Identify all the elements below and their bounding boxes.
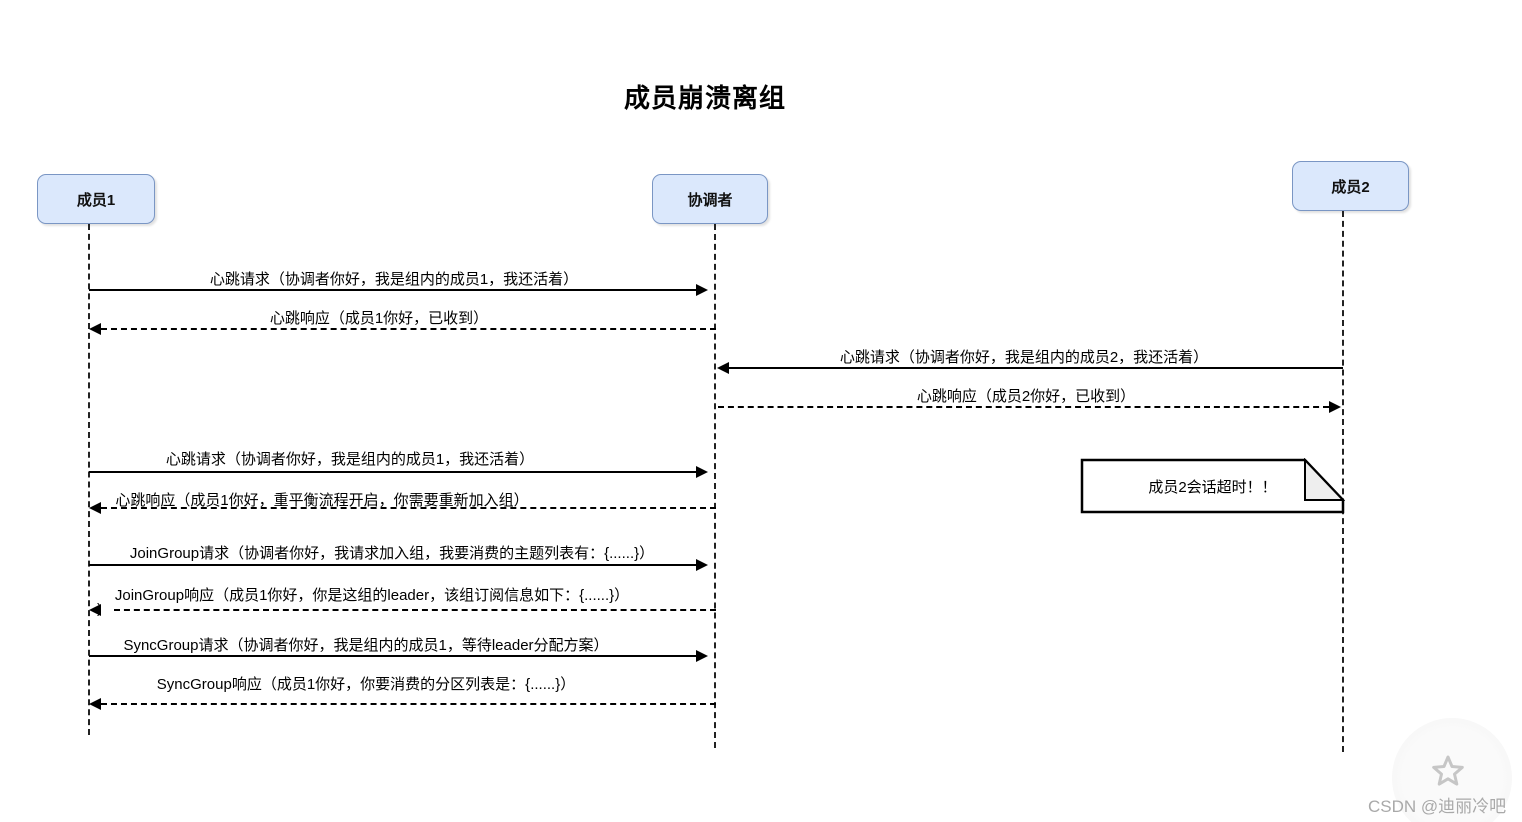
message-label: SyncGroup响应（成员1你好，你要消费的分区列表是：{......}） [156, 676, 576, 693]
arrowhead-left-icon [717, 362, 729, 374]
actor-coordinator: 协调者 [652, 174, 768, 224]
message-label: SyncGroup请求（协调者你好，我是组内的成员1，等待leader分配方案） [123, 637, 609, 654]
message-label: 心跳请求（协调者你好，我是组内的成员1，我还活着） [209, 271, 579, 288]
note-shape [1080, 458, 1345, 514]
message-label: 心跳响应（成员1你好，已收到） [269, 310, 489, 327]
arrowhead-right-icon [696, 650, 708, 662]
message-arrow [89, 471, 696, 473]
message-arrow [101, 703, 716, 705]
arrowhead-left-icon [89, 604, 101, 616]
message-label: 心跳请求（协调者你好，我是组内的成员2，我还活着） [839, 349, 1209, 366]
arrowhead-right-icon [1329, 401, 1341, 413]
message-label: 心跳响应（成员2你好，已收到） [916, 388, 1136, 405]
star-icon [1432, 755, 1464, 786]
watermark-text: CSDN @迪丽冷吧 [1368, 797, 1507, 816]
actor-member1-label: 成员1 [76, 191, 116, 209]
message-arrow [101, 328, 716, 330]
lifeline-member1 [88, 224, 90, 735]
message-arrow [89, 564, 696, 566]
actor-coordinator-label: 协调者 [687, 191, 733, 209]
arrowhead-right-icon [696, 559, 708, 571]
message-label: 心跳请求（协调者你好，我是组内的成员1，我还活着） [165, 451, 535, 468]
arrowhead-left-icon [89, 502, 101, 514]
arrowhead-right-icon [696, 284, 708, 296]
message-arrow [729, 367, 1343, 369]
diagram-title: 成员崩溃离组 [623, 83, 786, 113]
message-label: JoinGroup响应（成员1你好，你是这组的leader，该组订阅信息如下：{… [114, 587, 630, 604]
message-label: JoinGroup请求（协调者你好，我请求加入组，我要消费的主题列表有：{...… [129, 545, 655, 562]
actor-member1: 成员1 [37, 174, 155, 224]
arrowhead-left-icon [89, 698, 101, 710]
arrowhead-right-icon [696, 466, 708, 478]
message-arrow [89, 655, 696, 657]
message-label: 心跳响应（成员1你好，重平衡流程开启，你需要重新加入组） [115, 492, 529, 509]
lifeline-coordinator [714, 224, 716, 748]
message-arrow [114, 609, 716, 611]
actor-member2: 成员2 [1292, 161, 1409, 211]
watermark-circle [1392, 718, 1512, 822]
message-arrow [718, 406, 1329, 408]
lifeline-member2 [1342, 211, 1344, 752]
message-arrow [89, 289, 696, 291]
note-member2-timeout: 成员2会话超时！！ [1148, 478, 1277, 496]
arrowhead-left-icon [89, 323, 101, 335]
message-arrow [101, 507, 716, 509]
actor-member2-label: 成员2 [1331, 178, 1370, 196]
